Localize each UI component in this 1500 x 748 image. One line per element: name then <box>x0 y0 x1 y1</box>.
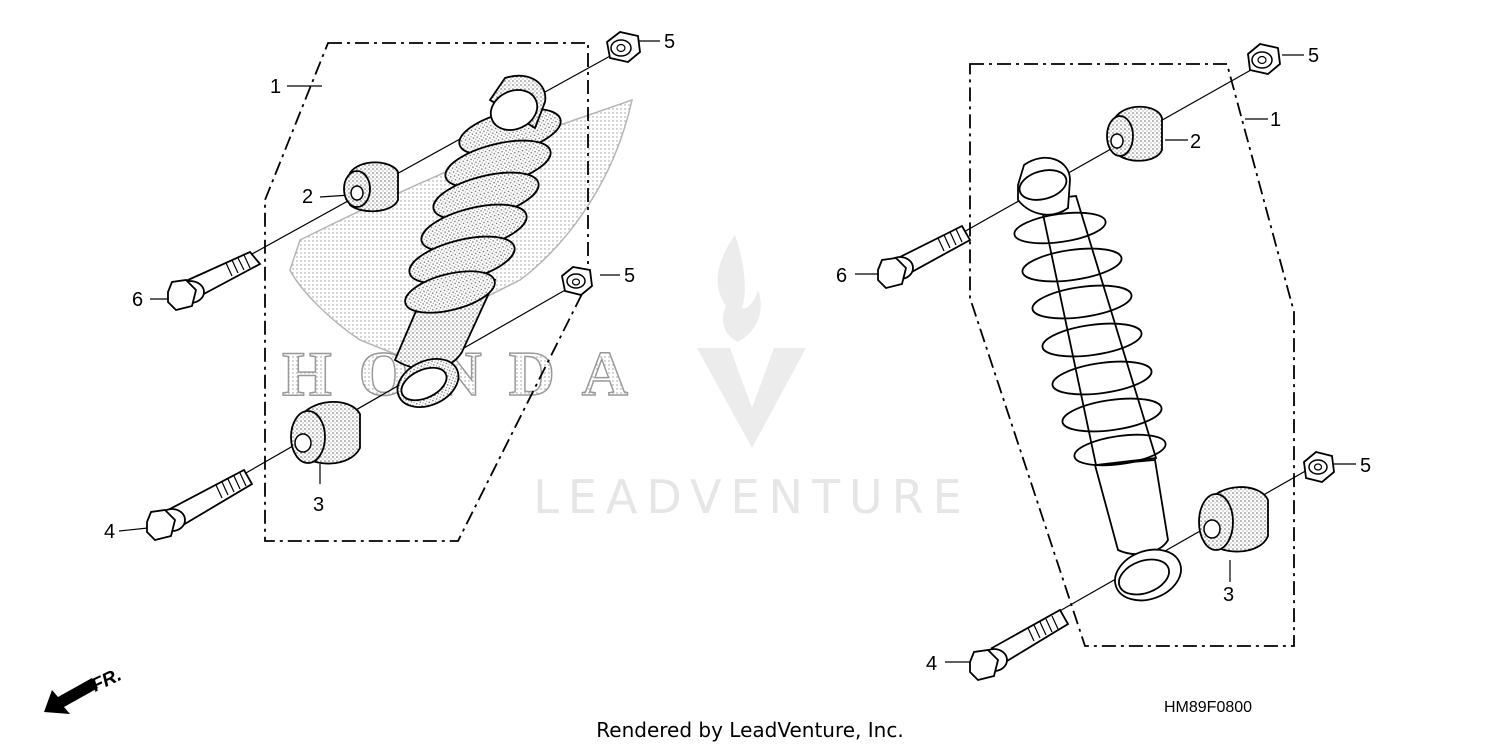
right-callout-5-bottom: 5 <box>1360 455 1371 477</box>
left-shock-absorber <box>393 74 562 408</box>
right-callout-4: 4 <box>926 653 937 675</box>
left-shock-assembly: 1 2 3 4 5 5 6 <box>104 31 675 543</box>
left-callout-6: 6 <box>132 289 143 311</box>
right-shock-spring <box>1013 211 1167 467</box>
right-callout-1: 1 <box>1270 109 1281 131</box>
right-callout-5-top: 5 <box>1308 45 1319 67</box>
right-flange-nut-bottom <box>1303 451 1335 483</box>
left-assembly-boundary <box>264 42 589 542</box>
flame-logo-icon <box>717 235 761 342</box>
right-flange-bolt-lower <box>969 608 1070 681</box>
front-direction-indicator: FR. <box>44 665 125 714</box>
left-shock-bottom-eye-hole <box>400 366 448 402</box>
leadventure-watermark: LEADVENTURE <box>533 235 971 524</box>
front-direction-label: FR. <box>88 665 125 697</box>
right-shock-bottom-eye-hole <box>1118 558 1170 596</box>
watermark-text: LEADVENTURE <box>533 470 971 524</box>
left-flange-nut-middle <box>561 266 593 296</box>
left-shock-top-eye-hole <box>489 89 539 131</box>
left-bushing-upper <box>343 161 399 213</box>
left-callout-5-middle: 5 <box>624 265 635 287</box>
right-callout-2: 2 <box>1190 131 1201 153</box>
front-arrow-icon <box>44 678 98 714</box>
right-bushing-upper <box>1106 105 1163 162</box>
right-callout-6: 6 <box>836 265 847 287</box>
left-flange-nut-top <box>606 31 641 63</box>
right-shock-assembly: 1 2 3 4 5 5 6 <box>836 43 1371 681</box>
left-callout-3: 3 <box>313 494 324 516</box>
right-callout-3: 3 <box>1223 584 1234 606</box>
render-credit: Rendered by LeadVenture, Inc. <box>596 718 903 742</box>
right-assembly-boundary <box>969 63 1295 647</box>
right-shock-top-eye-hole <box>1018 169 1068 201</box>
right-shock-body <box>1093 459 1169 555</box>
left-shock-spring <box>404 107 562 314</box>
diagram-code: HM89F0800 <box>1164 699 1252 716</box>
right-flange-bolt-upper <box>877 224 972 289</box>
left-callout-5-top: 5 <box>664 31 675 53</box>
right-shock-absorber <box>1013 156 1182 602</box>
right-flange-nut-top <box>1247 43 1281 75</box>
left-callout-1: 1 <box>270 76 281 98</box>
left-bushing-lower <box>290 401 361 465</box>
left-callout-4: 4 <box>104 521 115 543</box>
left-flange-bolt-lower <box>146 468 254 541</box>
left-callout-2: 2 <box>302 186 313 208</box>
left-flange-bolt-upper <box>167 250 262 311</box>
right-bushing-lower <box>1198 486 1269 553</box>
v-logo-icon <box>697 348 806 448</box>
